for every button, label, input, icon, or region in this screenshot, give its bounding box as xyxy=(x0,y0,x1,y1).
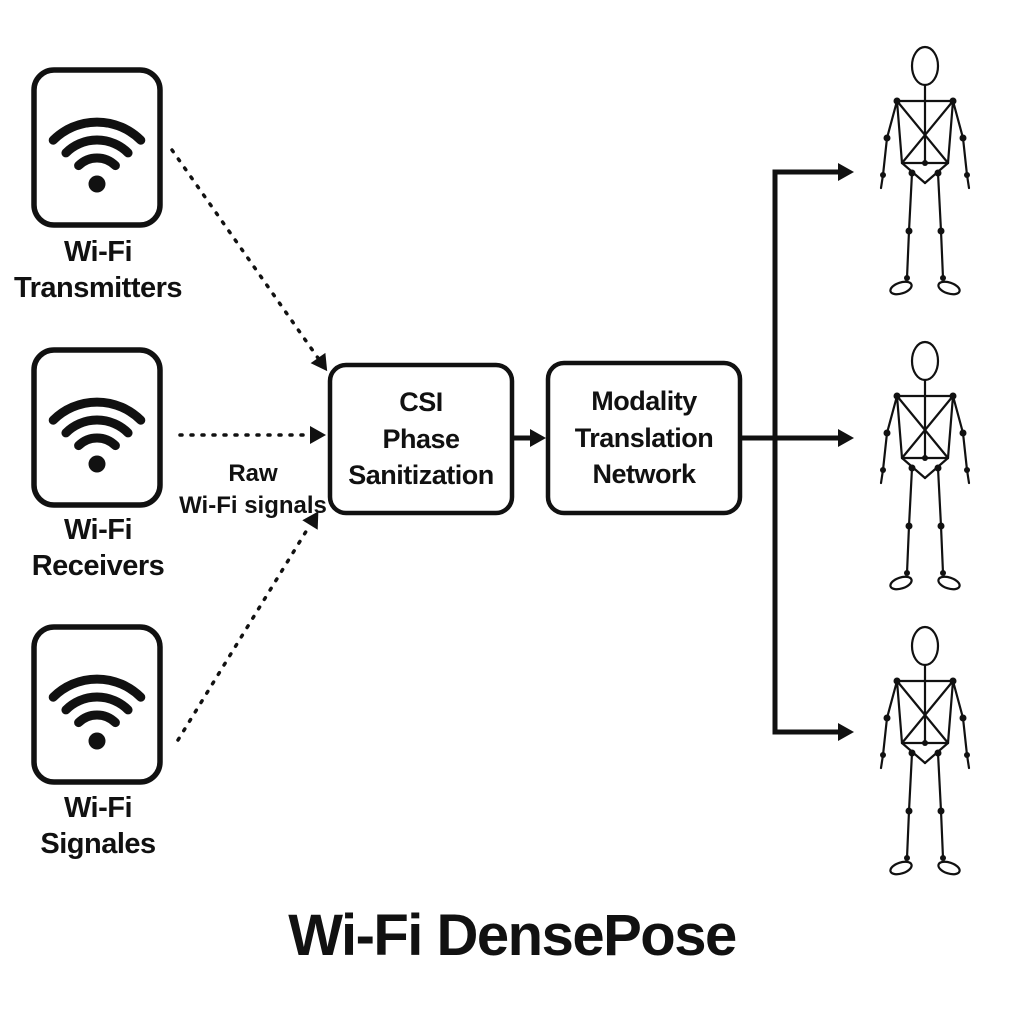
label-line: Wi-Fi signals xyxy=(179,492,327,520)
label-wifi-transmitters: Wi-Fi Transmitters xyxy=(0,234,196,307)
diagram-title: Wi-Fi DensePose xyxy=(288,903,737,968)
label-modality-translation-network: Modality Translation Network xyxy=(548,363,740,513)
label-line: Wi-Fi xyxy=(63,236,133,268)
output-branch-lines xyxy=(741,163,854,741)
dotted-arrow-signals-to-csi xyxy=(176,506,327,742)
csi-phase-sanitization-box xyxy=(327,362,515,516)
label-line: Wi-Fi xyxy=(63,514,133,546)
wifi-receivers-icon xyxy=(34,350,160,505)
wifi-signals-icon xyxy=(34,627,160,782)
arrow-to-figure-1 xyxy=(772,163,854,181)
human-pose-figure-2 xyxy=(878,340,972,593)
label-line: CSI xyxy=(399,387,443,418)
human-pose-figure-1 xyxy=(878,45,972,298)
label-line: Network xyxy=(592,459,696,490)
label-wifi-signals: Wi-Fi Signales xyxy=(0,790,196,863)
label-line: Wi-Fi xyxy=(63,792,133,824)
label-csi-phase-sanitization: CSI Phase Sanitization xyxy=(330,365,512,513)
wifi-transmitters-icon xyxy=(34,70,160,225)
label-wifi-receivers: Wi-Fi Receivers xyxy=(0,512,196,585)
label-line: Raw xyxy=(228,460,278,487)
label-line: Signales xyxy=(40,828,156,861)
label-line: Modality xyxy=(591,386,697,417)
label-line: Sanitization xyxy=(348,460,494,491)
label-raw-wifi-signals: Raw Wi-Fi signals xyxy=(178,458,328,523)
arrow-to-figure-3 xyxy=(772,723,854,741)
human-pose-figure-3 xyxy=(878,625,972,878)
label-line: Receivers xyxy=(31,550,165,583)
label-line: Phase xyxy=(382,423,460,454)
label-line: Transmitters xyxy=(13,272,183,305)
modality-translation-network-box xyxy=(545,360,743,516)
label-line: Translation xyxy=(574,422,714,453)
arrow-to-figure-2 xyxy=(775,429,854,447)
dotted-arrow-transmitters-to-csi xyxy=(170,148,335,377)
arrow-csi-to-modality xyxy=(513,429,546,447)
dotted-arrow-receivers-to-csi xyxy=(178,426,326,444)
